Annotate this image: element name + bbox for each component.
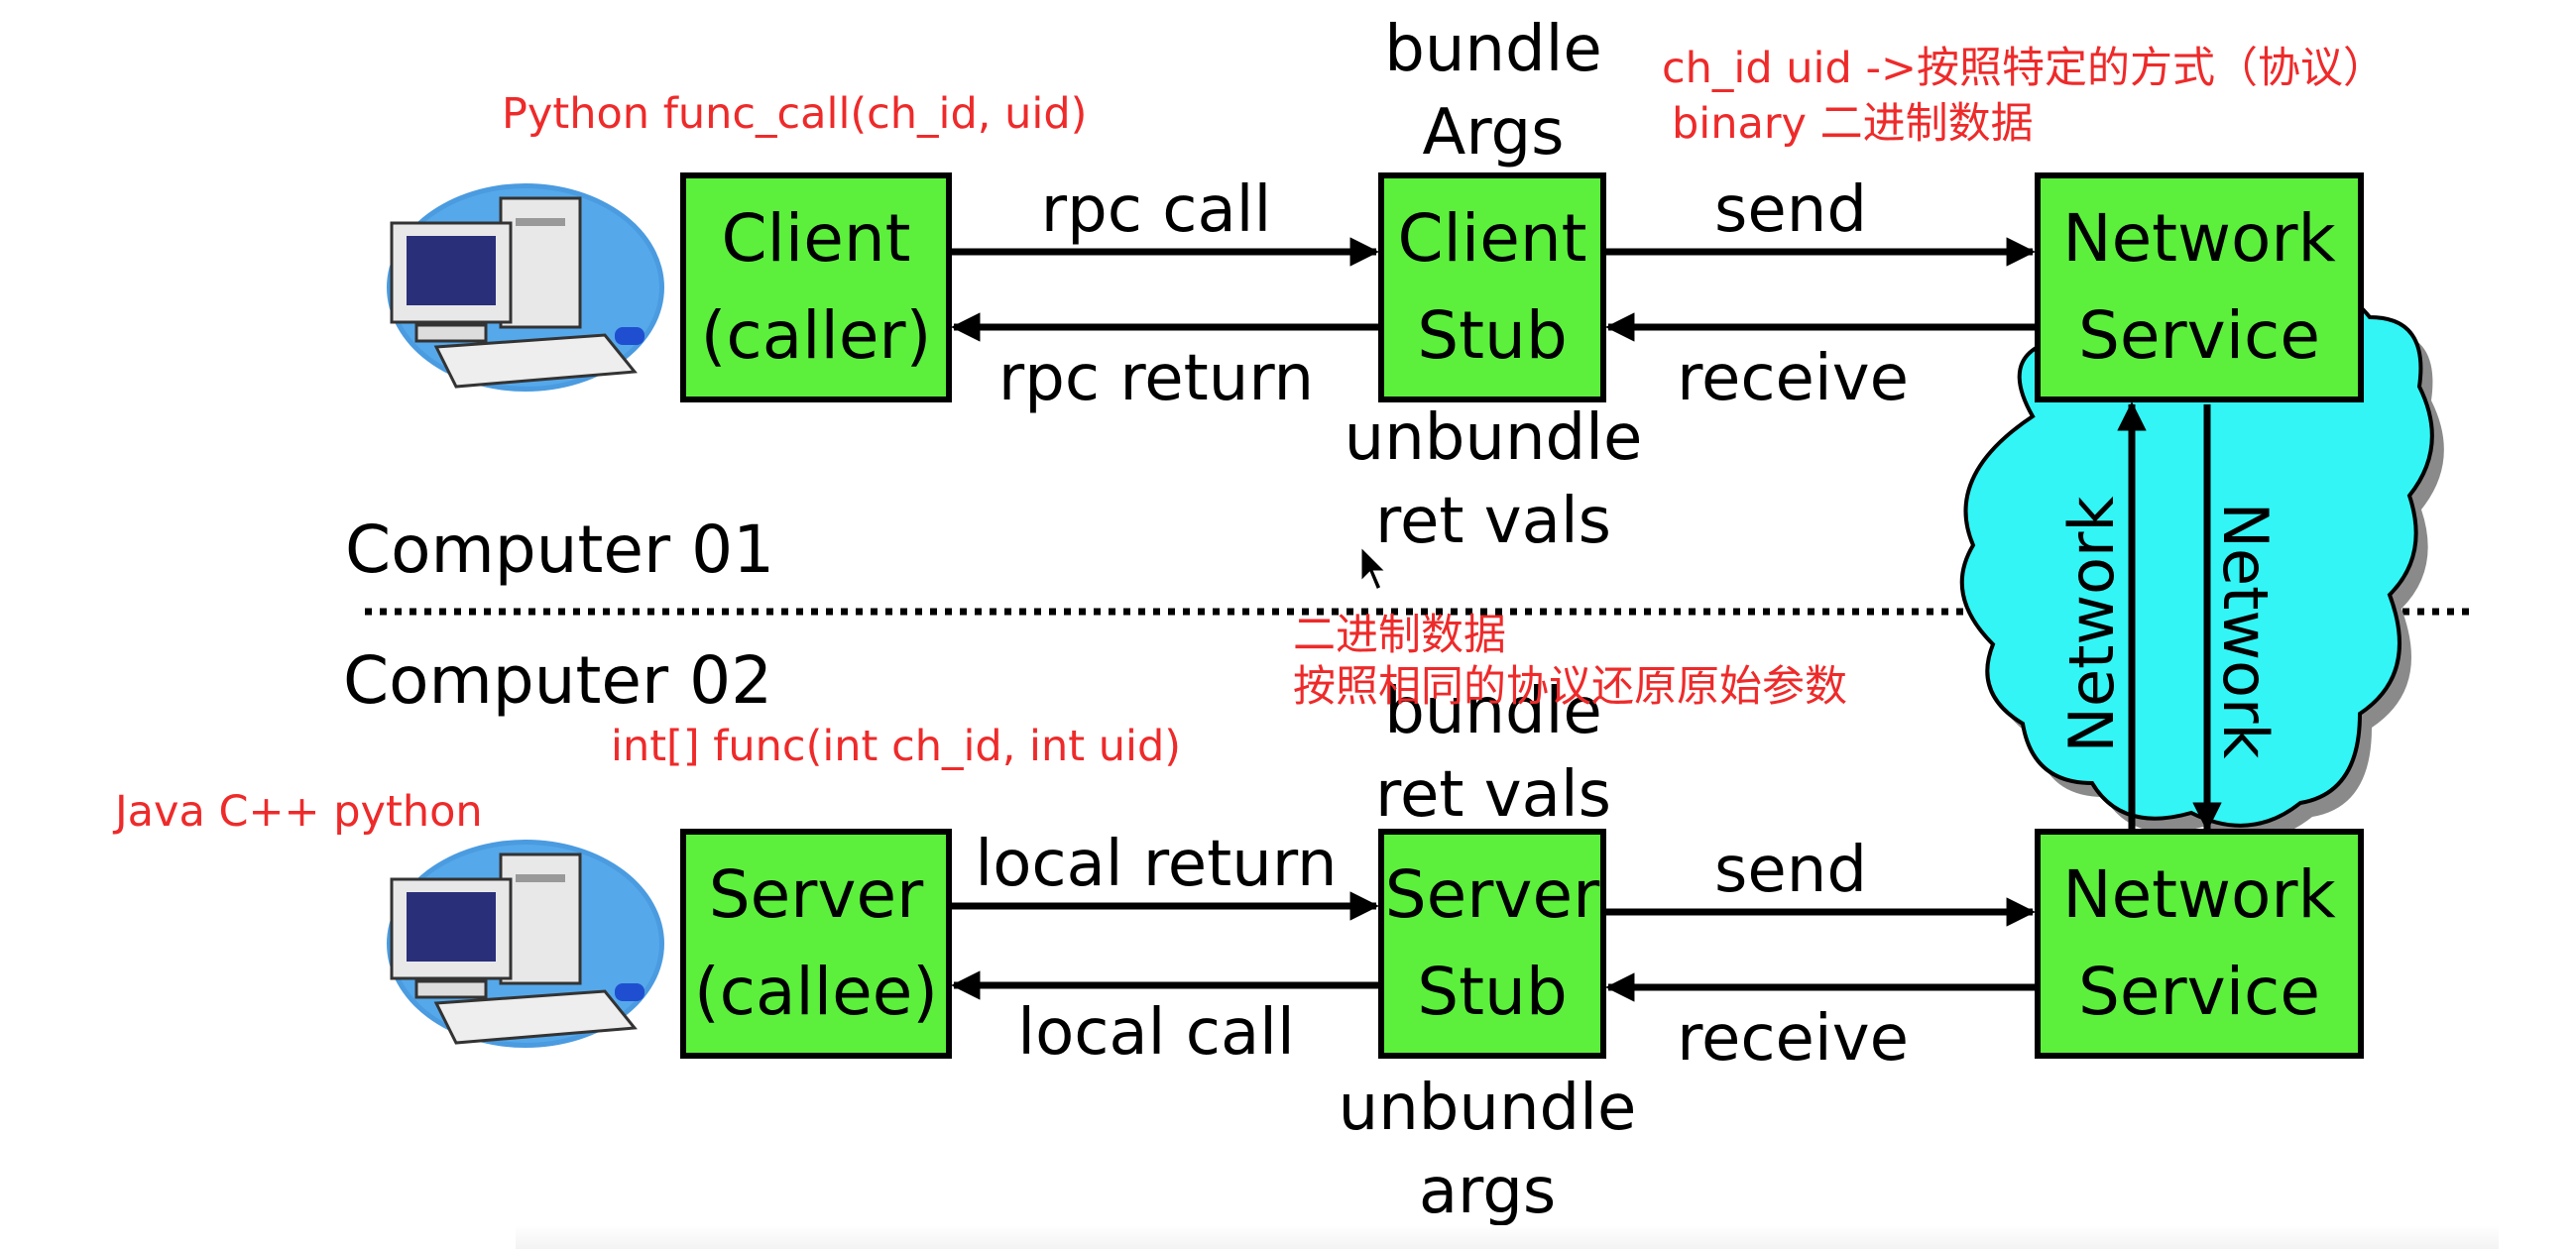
- network-service-bottom-box: Network Service: [2035, 829, 2364, 1059]
- label-rpc-return: rpc return: [997, 342, 1315, 415]
- server-box-line2: (callee): [693, 954, 939, 1030]
- client-stub-line1: Client: [1397, 200, 1587, 277]
- label-receive-top: receive: [1677, 342, 1909, 415]
- note-bundle-args: bundle Args: [1384, 8, 1602, 174]
- label-rpc-call: rpc call: [1040, 173, 1272, 247]
- label-receive-bottom: receive: [1677, 1002, 1909, 1076]
- note-bundle-args-line2: Args: [1422, 96, 1565, 170]
- annotation-server-func: int[] func(int ch_id, int uid): [611, 722, 1182, 771]
- note-unbundle-args: unbundle args: [1339, 1067, 1637, 1233]
- network-label-up: Network: [2055, 496, 2128, 753]
- network-service-bottom-line2: Service: [2078, 954, 2320, 1030]
- annotation-protocol-line2: binary 二进制数据: [1672, 99, 2034, 149]
- note-bundle-ret-vals: bundle ret vals: [1375, 670, 1611, 837]
- computer-01-label: Computer 01: [345, 511, 775, 588]
- annotation-protocol-line1: ch_id uid ->按照特定的方式（协议）: [1662, 44, 2387, 93]
- client-box: Client (caller): [680, 172, 952, 402]
- computer-02-label: Computer 02: [343, 642, 773, 719]
- annotation-binary-line2: 按照相同的协议还原原始参数: [1293, 662, 1847, 712]
- computer-icon-top: [387, 183, 664, 392]
- mouse-cursor-icon: [1358, 543, 1391, 594]
- note-unbundle-ret-vals-line1: unbundle: [1344, 401, 1643, 475]
- network-service-bottom-line1: Network: [2062, 856, 2336, 933]
- label-send-top: send: [1714, 173, 1867, 247]
- label-send-bottom: send: [1714, 834, 1867, 907]
- label-local-return: local return: [975, 828, 1338, 901]
- note-unbundle-args-line2: args: [1418, 1155, 1557, 1228]
- server-box-line1: Server: [708, 856, 924, 933]
- network-service-top-line2: Service: [2078, 297, 2320, 374]
- label-local-call: local call: [1017, 996, 1295, 1070]
- note-unbundle-ret-vals: unbundle ret vals: [1345, 397, 1643, 563]
- server-stub-line2: Stub: [1417, 954, 1568, 1030]
- note-bundle-ret-vals-line2: ret vals: [1375, 758, 1611, 832]
- client-box-line1: Client: [721, 200, 911, 277]
- network-service-top-box: Network Service: [2035, 172, 2364, 402]
- server-stub-box: Server Stub: [1378, 829, 1606, 1059]
- note-unbundle-ret-vals-line2: ret vals: [1375, 485, 1611, 558]
- server-box: Server (callee): [680, 829, 952, 1059]
- annotation-python-call: Python func_call(ch_id, uid): [502, 89, 1088, 139]
- client-box-line2: (caller): [700, 297, 932, 374]
- server-stub-line1: Server: [1384, 856, 1600, 933]
- network-label-down: Network: [2209, 502, 2282, 759]
- computer-icon-bottom: [387, 840, 664, 1048]
- note-bundle-args-line1: bundle: [1384, 13, 1602, 86]
- annotation-binary-line1: 二进制数据: [1293, 611, 1506, 660]
- bottom-edge-shade: [516, 1225, 2499, 1249]
- annotation-languages: Java C++ python: [115, 787, 483, 837]
- client-stub-line2: Stub: [1417, 297, 1568, 374]
- note-bundle-ret-vals-line1: bundle: [1384, 675, 1602, 748]
- note-unbundle-args-line1: unbundle: [1338, 1072, 1637, 1145]
- network-service-top-line1: Network: [2062, 200, 2336, 277]
- client-stub-box: Client Stub: [1378, 172, 1606, 402]
